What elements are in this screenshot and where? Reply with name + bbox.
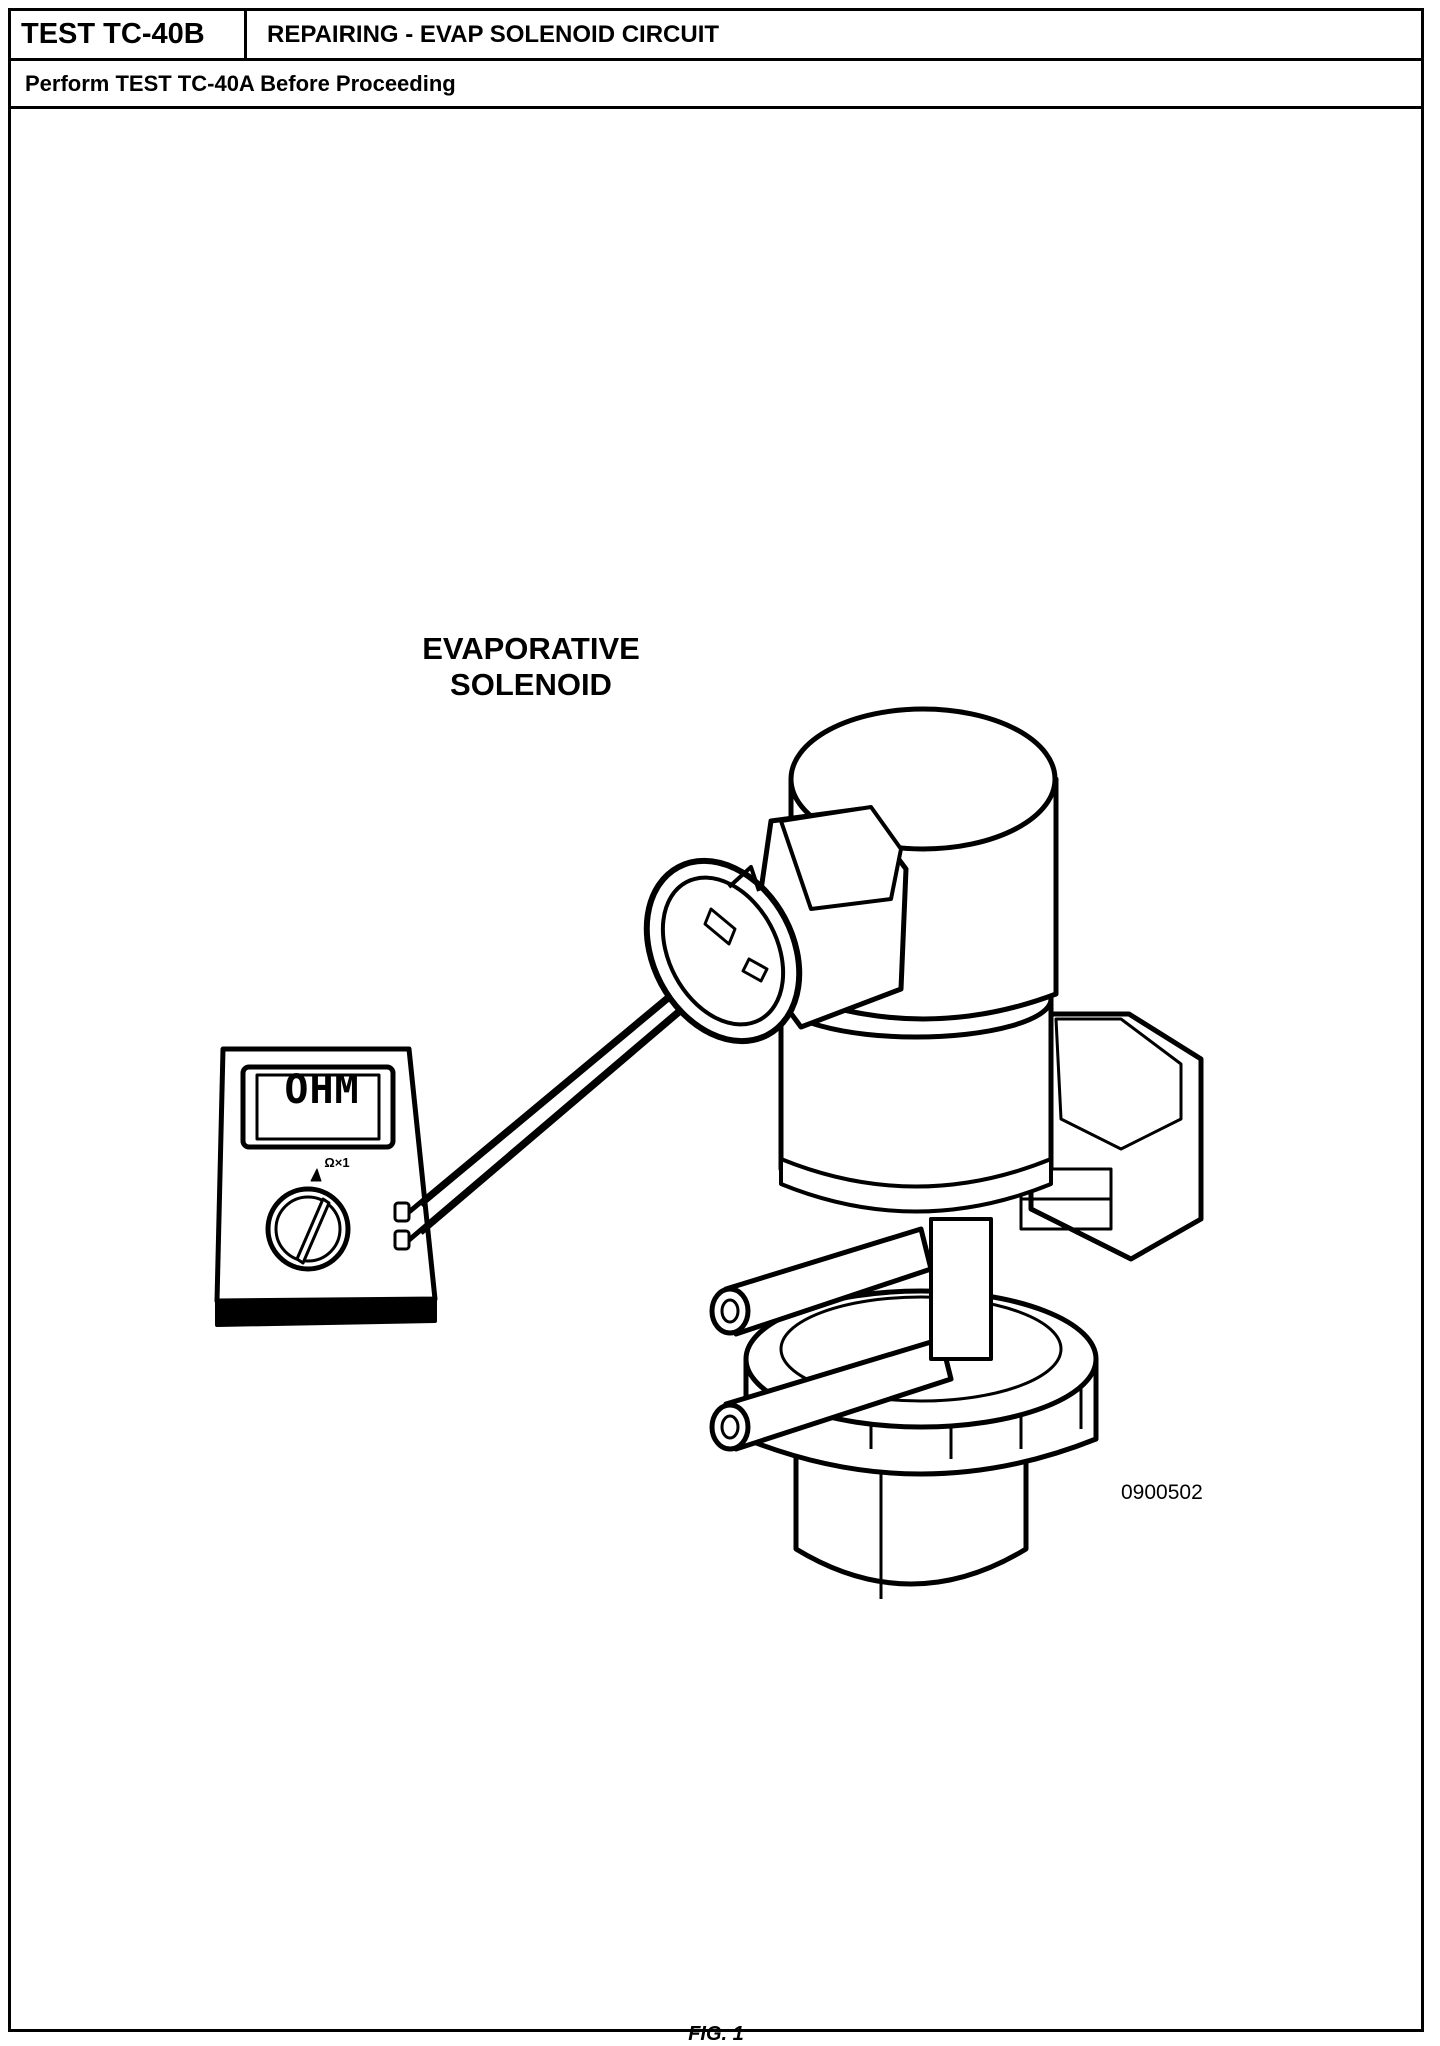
meter-range-label: Ω×1 (324, 1155, 350, 1170)
prerequisite-note: Perform TEST TC-40A Before Proceeding (11, 61, 1421, 109)
vacuum-port-icon (709, 1217, 993, 1452)
service-manual-page: TEST TC-40B REPAIRING - EVAP SOLENOID CI… (8, 8, 1424, 2045)
solenoid-base-icon (743, 1288, 1099, 1599)
meter-readout: OHM (284, 1067, 360, 1113)
figure-caption: FIG. 1 (688, 2023, 744, 2045)
test-id: TEST TC-40B (11, 11, 247, 58)
evap-solenoid-illustration (214, 706, 1204, 1599)
figure-area: EVAPORATIVE SOLENOID OHM Ω×1 0900502 FIG… (11, 109, 1421, 2045)
evaporative-solenoid-label: EVAPORATIVE SOLENOID (381, 631, 681, 703)
test-header: TEST TC-40B REPAIRING - EVAP SOLENOID CI… (11, 11, 1421, 61)
electrical-connector-icon (643, 805, 909, 1045)
illustration-code: 0900502 (1121, 1481, 1203, 1504)
solenoid-callout-text: EVAPORATIVE SOLENOID (422, 631, 640, 702)
test-title: REPAIRING - EVAP SOLENOID CIRCUIT (267, 21, 720, 48)
side-bracket-icon (1019, 1011, 1204, 1262)
multimeter-icon (214, 1046, 438, 1327)
